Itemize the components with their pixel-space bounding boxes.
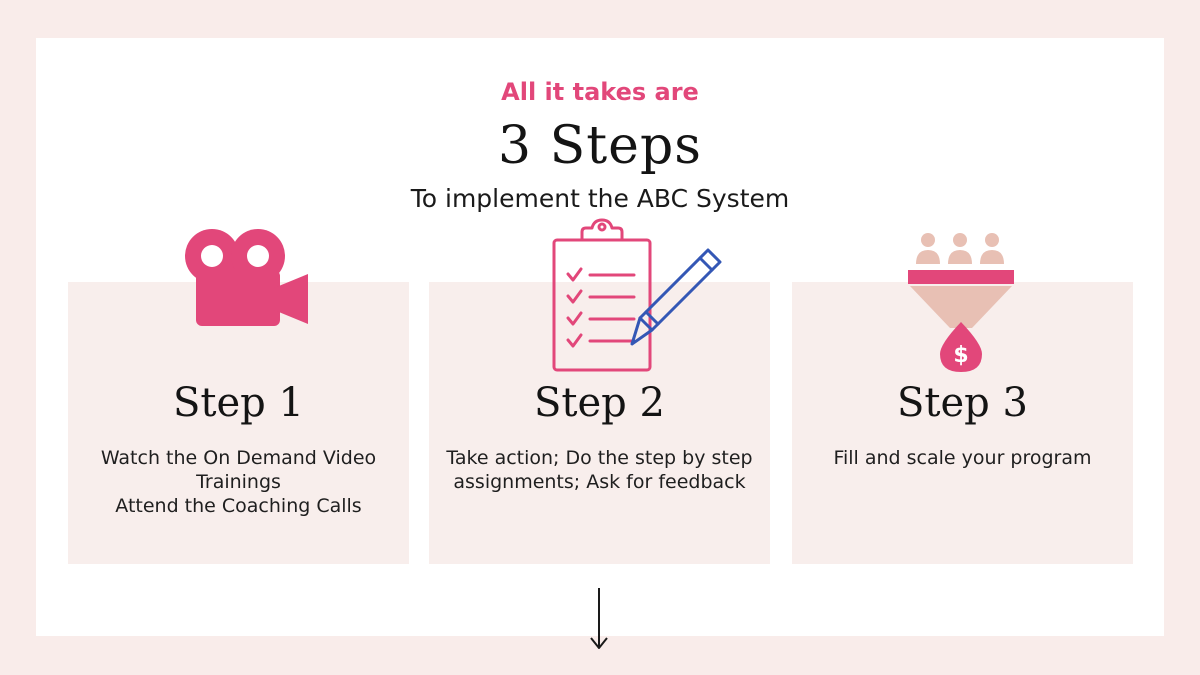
- video-camera-icon: [185, 229, 308, 326]
- step-3-title: Step 3: [897, 380, 1028, 426]
- step-1-description: Watch the On Demand Video Trainings Atte…: [68, 446, 409, 518]
- eyebrow-text: All it takes are: [501, 78, 699, 106]
- step-2-line-2: assignments; Ask for feedback: [453, 471, 746, 493]
- step-1-title: Step 1: [173, 380, 304, 426]
- svg-text:$: $: [953, 343, 968, 368]
- step-2-title: Step 2: [534, 380, 665, 426]
- step-2-line-1: Take action; Do the step by step: [446, 447, 753, 469]
- step-1-line-2: Trainings: [196, 471, 281, 493]
- arrow-down-icon: [590, 588, 608, 649]
- clipboard-checklist-pencil-icon: [552, 218, 722, 372]
- step-3-line-1: Fill and scale your program: [833, 447, 1092, 469]
- step-2-card: Step 2 Take action; Do the step by step …: [429, 282, 770, 564]
- sales-funnel-dollar-icon: $: [908, 233, 1014, 372]
- step-1-card: Step 1 Watch the On Demand Video Trainin…: [68, 282, 409, 564]
- page-title: 3 Steps: [498, 116, 702, 176]
- page-subtitle: To implement the ABC System: [410, 184, 790, 213]
- step-3-description: Fill and scale your program: [792, 446, 1133, 470]
- step-2-description: Take action; Do the step by step assignm…: [429, 446, 770, 494]
- step-1-line-1: Watch the On Demand Video: [100, 447, 377, 469]
- step-1-line-3: Attend the Coaching Calls: [115, 495, 362, 517]
